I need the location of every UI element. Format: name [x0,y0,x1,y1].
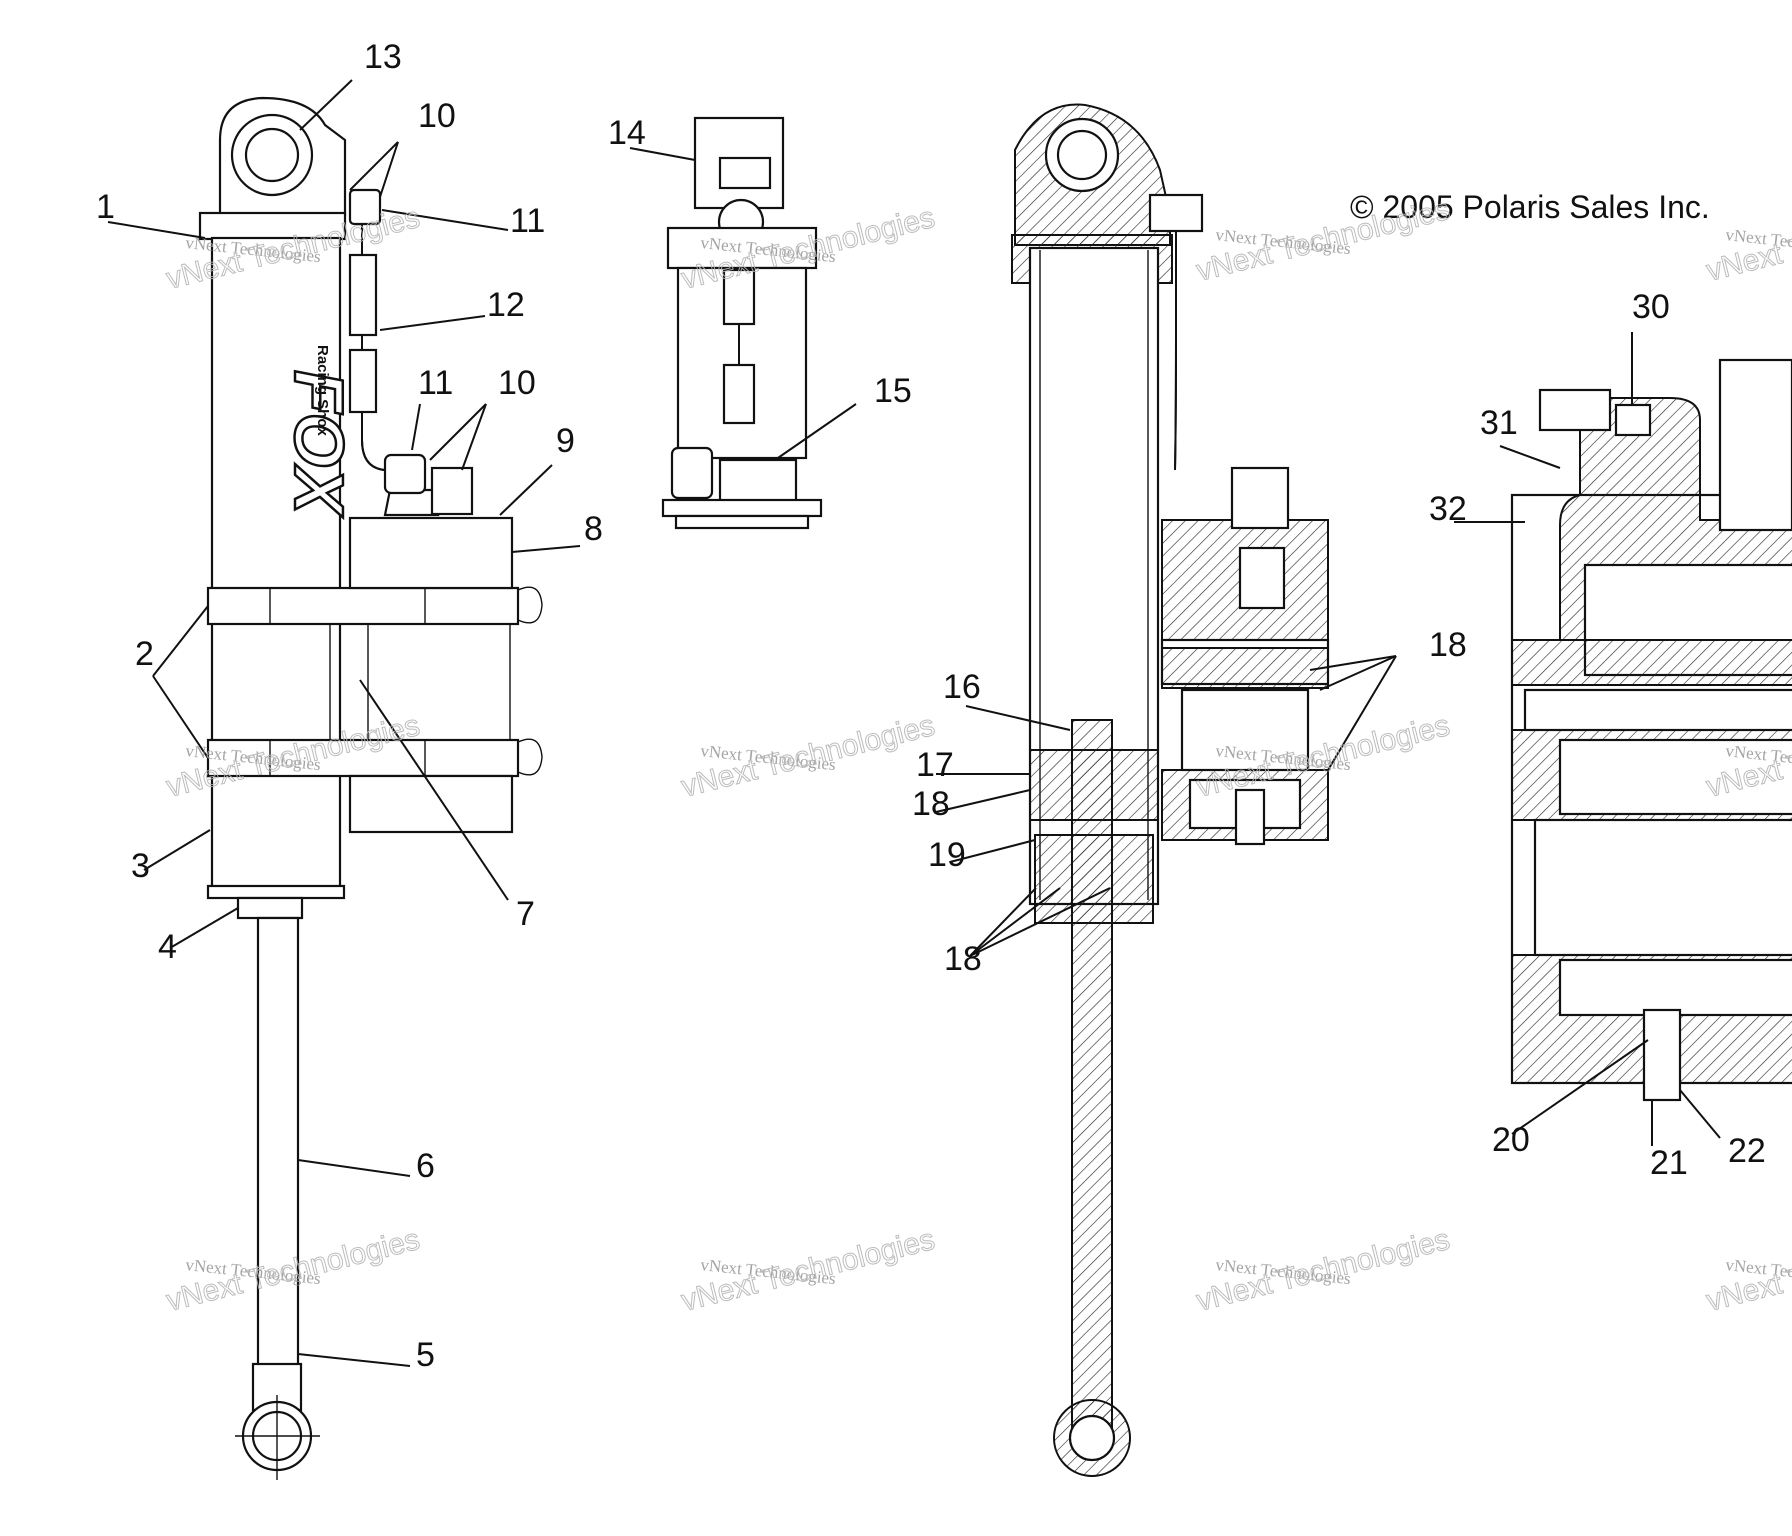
callout-20: 20 [1492,1121,1530,1159]
callout-30: 30 [1632,288,1670,326]
callout-22: 22 [1728,1132,1766,1170]
callout-19: 19 [928,836,966,874]
fox-logo-sub: Racing Shox [314,345,331,437]
callout-6: 6 [416,1147,435,1185]
callout-12: 12 [487,286,525,324]
callout-9: 9 [556,422,575,460]
callout-2: 2 [135,635,154,673]
leader-lines [107,79,1721,1367]
callout-13: 13 [364,38,402,76]
callout-18-c: 18 [1429,626,1467,664]
callout-3: 3 [131,847,150,885]
reservoir-side-view [661,116,823,530]
callout-7: 7 [516,895,535,933]
callout-15: 15 [874,372,912,410]
callout-18-b: 18 [944,940,982,978]
shock-exterior-view: FOX Racing Shox [198,96,543,1480]
callout-11-reservoir: 11 [418,364,453,402]
reservoir-cross-section [1510,358,1792,1102]
callout-labels: 1 2 3 4 5 6 7 8 9 10 10 11 11 12 13 14 1… [96,38,1766,1374]
fox-logo: FOX [280,370,358,518]
callout-16: 16 [943,668,981,706]
callout-8: 8 [584,510,603,548]
callout-10-top: 10 [418,97,456,135]
callout-10-reservoir: 10 [498,364,536,402]
callout-18-a: 18 [912,785,950,823]
callout-32: 32 [1429,490,1467,528]
shock-cross-section [1011,103,1330,1477]
callout-4: 4 [158,928,177,966]
callout-31: 31 [1480,404,1518,442]
callout-5: 5 [416,1336,435,1374]
callout-11-top: 11 [510,202,545,240]
callout-21: 21 [1650,1144,1688,1182]
callout-17: 17 [916,746,954,784]
callout-1: 1 [96,188,115,226]
callout-14: 14 [608,114,646,152]
copyright-text: © 2005 Polaris Sales Inc. [1350,189,1710,225]
